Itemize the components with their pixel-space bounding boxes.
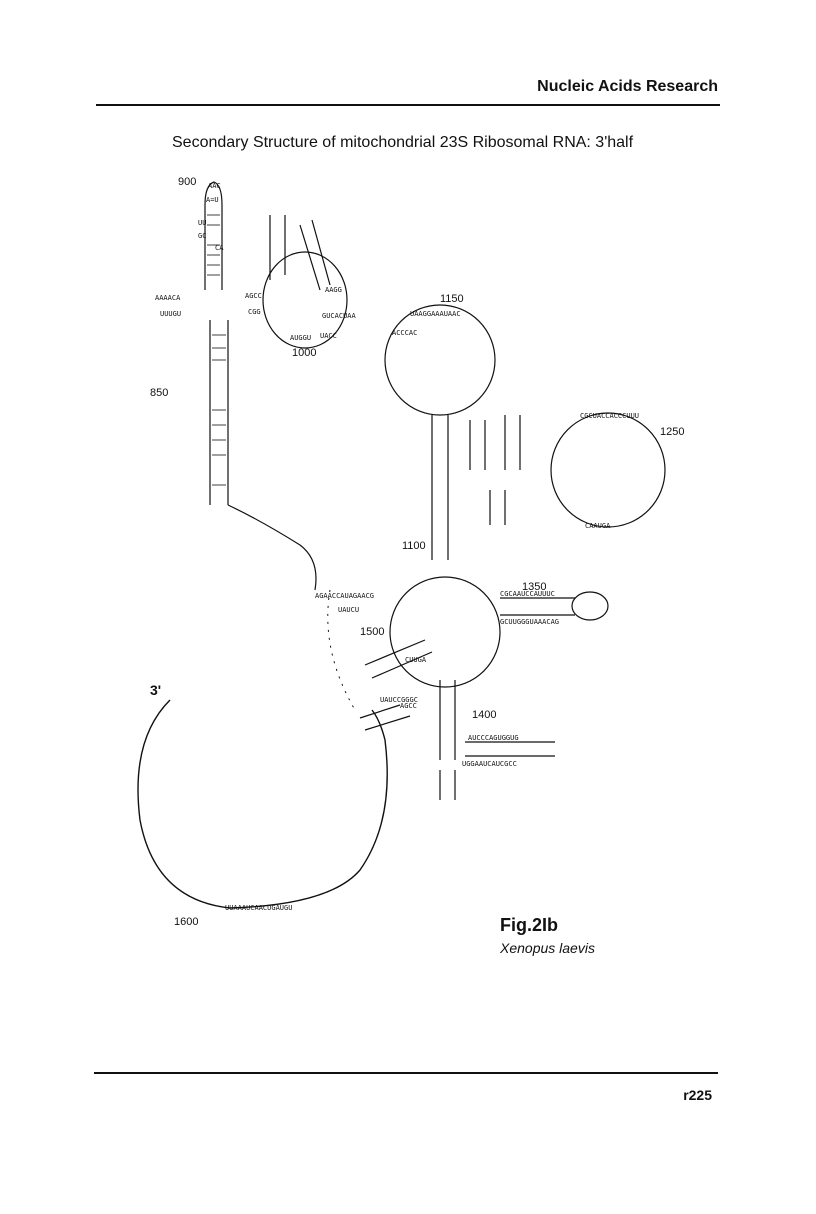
- nt-fragment: UUUGU: [160, 310, 181, 318]
- position-label-1000: 1000: [292, 347, 316, 359]
- loop-1250: [550, 412, 666, 528]
- nucleotide-fragments: AAC A=U UU GC CA AAAACA UUUGU AGCC CGG A…: [155, 182, 639, 912]
- loop-1350: [571, 591, 609, 621]
- nt-fragment: CGCAAUCCAUUUC: [500, 590, 555, 598]
- helix-1400: [439, 680, 555, 800]
- page-number: r225: [683, 1087, 712, 1103]
- position-label-850: 850: [150, 387, 168, 399]
- central-loop: [389, 576, 501, 688]
- hairpin-loop-900: [204, 181, 223, 206]
- header-rule: [96, 104, 720, 106]
- nt-fragment: AUCCCAGUGGUG: [468, 734, 519, 742]
- nt-fragment: AAAACA: [155, 294, 181, 302]
- nt-fragment: AGCC: [400, 702, 417, 710]
- position-label-1100: 1100: [402, 540, 426, 552]
- nt-fragment: UAAGGAAAUAAC: [410, 310, 461, 318]
- nt-fragment: UGGAAUCAUCGCC: [462, 760, 517, 768]
- helix-1500: [359, 639, 433, 731]
- nt-fragment: AAC: [208, 182, 221, 190]
- nt-fragment: CGG: [248, 308, 261, 316]
- position-label-1500: 1500: [360, 626, 384, 638]
- position-label-1600: 1600: [174, 916, 198, 928]
- helix-1000-upper: [269, 215, 331, 291]
- nt-fragment: GC: [198, 232, 206, 240]
- position-label-1400: 1400: [472, 709, 496, 721]
- nt-fragment: AAGG: [325, 286, 342, 294]
- loop-1600: [137, 699, 388, 909]
- position-label-1250: 1250: [660, 426, 684, 438]
- nt-fragment: A=U: [206, 196, 219, 204]
- position-labels: 900 850 1000 1150 1250 1100 1350 1500 14…: [150, 176, 684, 928]
- nt-fragment: UAUCU: [338, 606, 359, 614]
- nt-fragment: CUUGA: [405, 656, 427, 664]
- strand-to-middle: [227, 504, 317, 591]
- nt-fragment: AGCC: [245, 292, 262, 300]
- figure-label: Fig.2Ib: [500, 915, 558, 935]
- nt-fragment: UU: [198, 219, 206, 227]
- footer-rule: [94, 1072, 718, 1074]
- nt-fragment: CGCUACCACCCUUU: [580, 412, 639, 420]
- helix-left-stem: [204, 205, 229, 505]
- nt-fragment: GUCACUAA: [322, 312, 357, 320]
- base-pairs-left: [207, 214, 226, 486]
- three-prime-end-label: 3': [150, 682, 161, 698]
- nt-fragment: AGAACCAUAGAACG: [315, 592, 374, 600]
- helix-1100: [431, 415, 449, 560]
- journal-header: Nucleic Acids Research: [537, 78, 718, 95]
- position-label-1350: 1350: [522, 581, 546, 593]
- helix-1350: [500, 597, 575, 616]
- nt-fragment: AUGGU: [290, 334, 311, 342]
- figure-species: Xenopus laevis: [500, 940, 595, 956]
- figure-title: Secondary Structure of mitochondrial 23S…: [172, 134, 634, 151]
- nt-fragment: UUAAAUCAACUGAUGU: [225, 904, 292, 912]
- nt-fragment: GCUUGGGUAAACAG: [500, 618, 559, 626]
- nt-fragment: UAUCCGGGC: [380, 696, 418, 704]
- loop-1000: [262, 251, 348, 349]
- loop-1150: [384, 304, 496, 416]
- position-label-1150: 1150: [440, 293, 464, 305]
- helix-1200: [469, 415, 521, 525]
- nt-fragment: UACC: [320, 332, 337, 340]
- nt-fragment: CA: [215, 244, 224, 252]
- nt-fragment: CAAUGA: [585, 522, 611, 530]
- nt-fragment: ACCCAC: [392, 329, 417, 337]
- position-label-900: 900: [178, 176, 196, 188]
